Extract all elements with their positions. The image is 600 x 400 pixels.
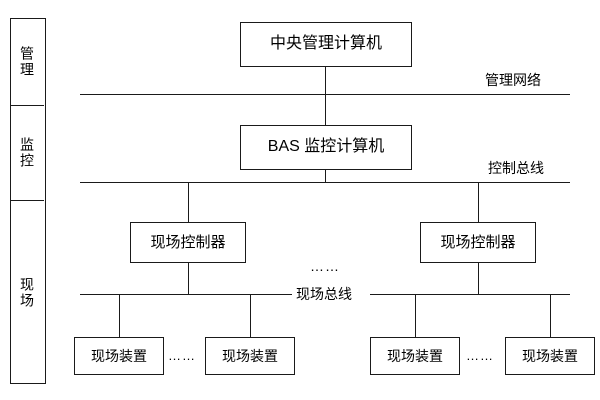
- bus-label-control: 控制总线: [488, 160, 544, 176]
- connector-field-bus-to-device-2: [250, 294, 251, 337]
- node-field-device-2-label: 现场装置: [222, 347, 278, 364]
- bus-label-management-network: 管理网络: [485, 72, 541, 88]
- connector-field-bus-to-device-3: [415, 294, 416, 337]
- node-field-controller-right-label: 现场控制器: [440, 233, 516, 251]
- node-field-device-2: 现场装置: [205, 337, 295, 375]
- ellipsis-devices-right: ……: [466, 348, 494, 363]
- connector-central-to-mgmt-network: [325, 67, 326, 94]
- connector-field-bus-to-device-1: [119, 294, 120, 337]
- layer-label-field: 现场: [19, 276, 35, 309]
- ellipsis-devices-left: ……: [168, 348, 196, 363]
- node-field-device-3-label: 现场装置: [387, 347, 443, 364]
- layer-label-supervision: 监控: [19, 137, 35, 169]
- node-field-controller-right: 现场控制器: [420, 222, 536, 263]
- node-central-management-computer-label: 中央管理计算机: [269, 35, 382, 53]
- ellipsis-controllers: ……: [310, 258, 340, 274]
- node-field-controller-left: 现场控制器: [130, 222, 246, 263]
- layer-cell-management: 管理: [10, 19, 44, 105]
- connector-control-bus-to-controller-left: [188, 182, 189, 222]
- node-field-controller-left-label: 现场控制器: [150, 233, 226, 251]
- layer-label-management: 管理: [19, 46, 35, 78]
- connector-bas-to-control-bus: [325, 170, 326, 182]
- connector-control-bus-to-controller-right: [478, 182, 479, 222]
- bus-control: [80, 182, 570, 183]
- node-field-device-3: 现场装置: [370, 337, 460, 375]
- layer-divider-1: [10, 105, 44, 106]
- connector-controller-left-to-field-bus: [188, 263, 189, 294]
- node-bas-monitoring-computer: BAS 监控计算机: [240, 125, 412, 170]
- bus-field-right-segment: [370, 294, 570, 295]
- layer-cell-supervision: 监控: [10, 106, 44, 200]
- node-field-device-4: 现场装置: [505, 337, 595, 375]
- node-field-device-1-label: 现场装置: [91, 347, 147, 364]
- bus-label-field: 现场总线: [296, 286, 352, 302]
- node-central-management-computer: 中央管理计算机: [240, 22, 412, 67]
- node-field-device-4-label: 现场装置: [522, 347, 578, 364]
- connector-controller-right-to-field-bus: [478, 263, 479, 294]
- layer-cell-field: 现场: [10, 201, 44, 384]
- layer-divider-2: [10, 200, 44, 201]
- connector-field-bus-to-device-4: [550, 294, 551, 337]
- node-field-device-1: 现场装置: [74, 337, 164, 375]
- layer-column: [10, 18, 46, 384]
- connector-mgmt-network-to-bas: [325, 94, 326, 125]
- node-bas-monitoring-computer-label: BAS 监控计算机: [267, 138, 385, 156]
- bus-field-left-segment: [80, 294, 292, 295]
